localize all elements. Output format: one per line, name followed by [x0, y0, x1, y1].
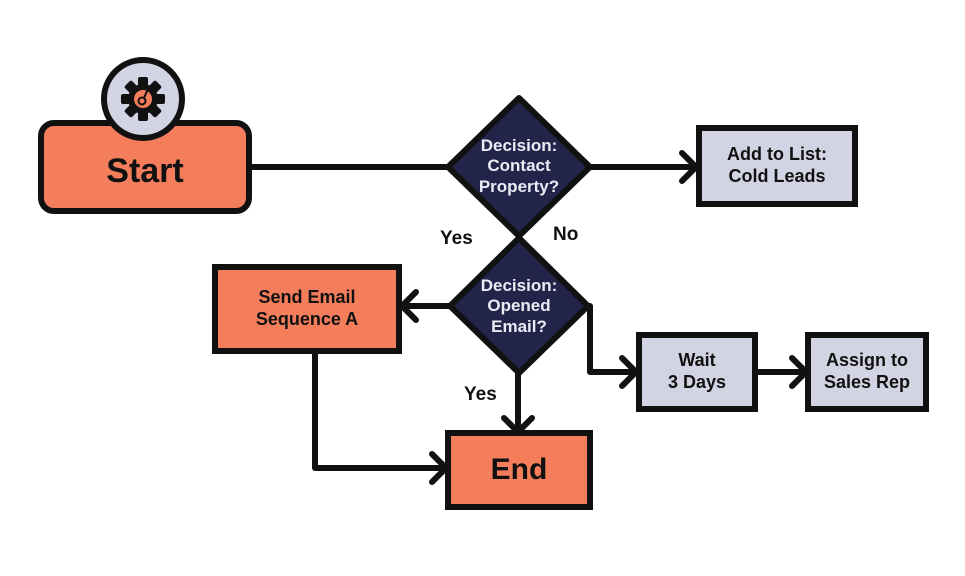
decision-contact-line2: Contact	[487, 156, 551, 176]
send-email-line2: Sequence A	[255, 309, 359, 329]
wait-node[interactable]: Wait 3 Days	[636, 332, 758, 412]
wait-line2: 3 Days	[667, 372, 727, 392]
arrowhead-send-email	[399, 289, 419, 323]
gear-icon	[101, 57, 185, 141]
end-node-label: End	[490, 453, 548, 486]
decision-contact-line3: Property?	[478, 176, 560, 196]
start-node-label: Start	[106, 151, 184, 190]
decision-opened-email-diamond[interactable]	[447, 235, 591, 376]
add-to-list-line1: Add to List:	[727, 144, 827, 165]
edge-label-contact-yes: Yes	[440, 228, 473, 249]
edge-label-contact-no: No	[553, 224, 579, 245]
send-email-sequence-node[interactable]: Send Email Sequence A	[212, 264, 402, 354]
wait-line1: Wait	[678, 350, 716, 371]
decision-opened-line1: Decision:	[480, 276, 558, 295]
assign-line2: Sales Rep	[823, 372, 911, 392]
send-email-line1: Send Email	[258, 287, 356, 308]
decision-opened-line2: Opened	[487, 296, 551, 316]
end-node[interactable]: End	[445, 430, 593, 510]
add-to-list-line2: Cold Leads	[728, 166, 826, 186]
edge-send-email-to-end	[312, 349, 449, 471]
gear-glyph	[121, 77, 165, 121]
decision-opened-line3: Email?	[491, 316, 547, 336]
assign-line1: Assign to	[825, 350, 908, 371]
assign-sales-rep-node[interactable]: Assign to Sales Rep	[805, 332, 929, 412]
add-to-list-node[interactable]: Add to List: Cold Leads	[696, 125, 858, 207]
decision-contact-property-label: Decision: Contact Property?	[459, 136, 579, 197]
edge-label-opened-yes: Yes	[464, 384, 497, 405]
decision-opened-email-label: Decision: Opened Email?	[459, 276, 579, 337]
decision-contact-line1: Decision:	[480, 136, 558, 155]
